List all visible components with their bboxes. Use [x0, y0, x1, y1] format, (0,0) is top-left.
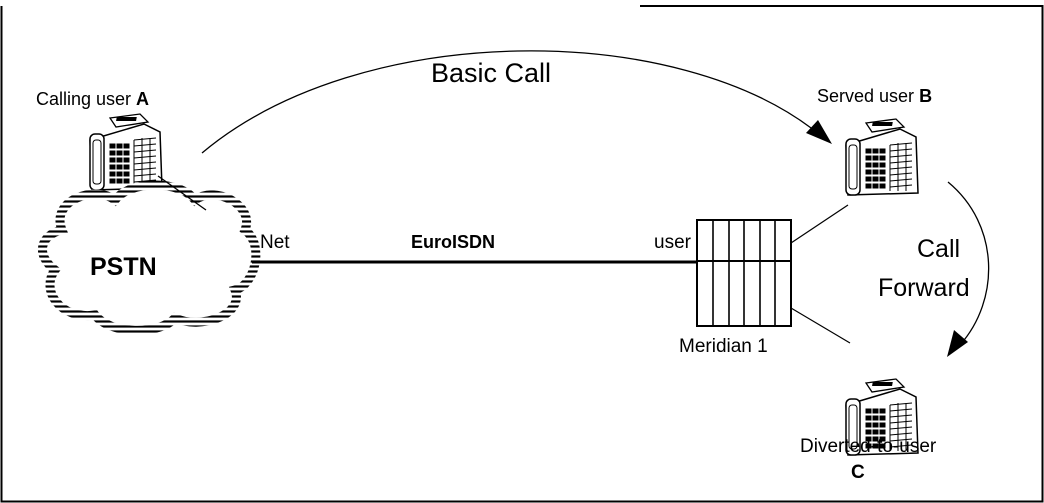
meridian-label: Meridian 1	[679, 336, 768, 357]
served-user-text: Served user	[817, 86, 920, 106]
telephone-icon	[845, 118, 919, 196]
arrow-head-icon	[947, 330, 968, 357]
calling-user-label: Calling user A	[36, 89, 149, 110]
user-label: user	[654, 232, 691, 253]
diverted-user-label: Diverted-to-user	[800, 436, 937, 457]
arrow-head-icon	[806, 120, 832, 144]
served-user-label: Served user B	[817, 86, 932, 107]
basic-call-arc	[201, 50, 821, 154]
net-label: Net	[260, 232, 290, 253]
call-forward-arc	[947, 181, 990, 346]
euroisdn-label: EuroISDN	[411, 232, 496, 252]
diverted-user-letter: C	[851, 462, 865, 483]
switch-cabinet-icon	[696, 219, 792, 327]
pstn-label: PSTN	[90, 253, 157, 281]
basic-call-label: Basic Call	[431, 58, 552, 88]
forward-label: Forward	[878, 274, 970, 302]
cloud-icon	[37, 180, 261, 335]
diagram-border	[0, 5, 1044, 503]
call-label: Call	[917, 235, 961, 263]
calling-user-text: Calling user	[36, 89, 137, 109]
calling-user-letter: A	[136, 89, 150, 109]
served-user-letter: B	[919, 86, 933, 106]
telephone-icon	[89, 113, 163, 191]
